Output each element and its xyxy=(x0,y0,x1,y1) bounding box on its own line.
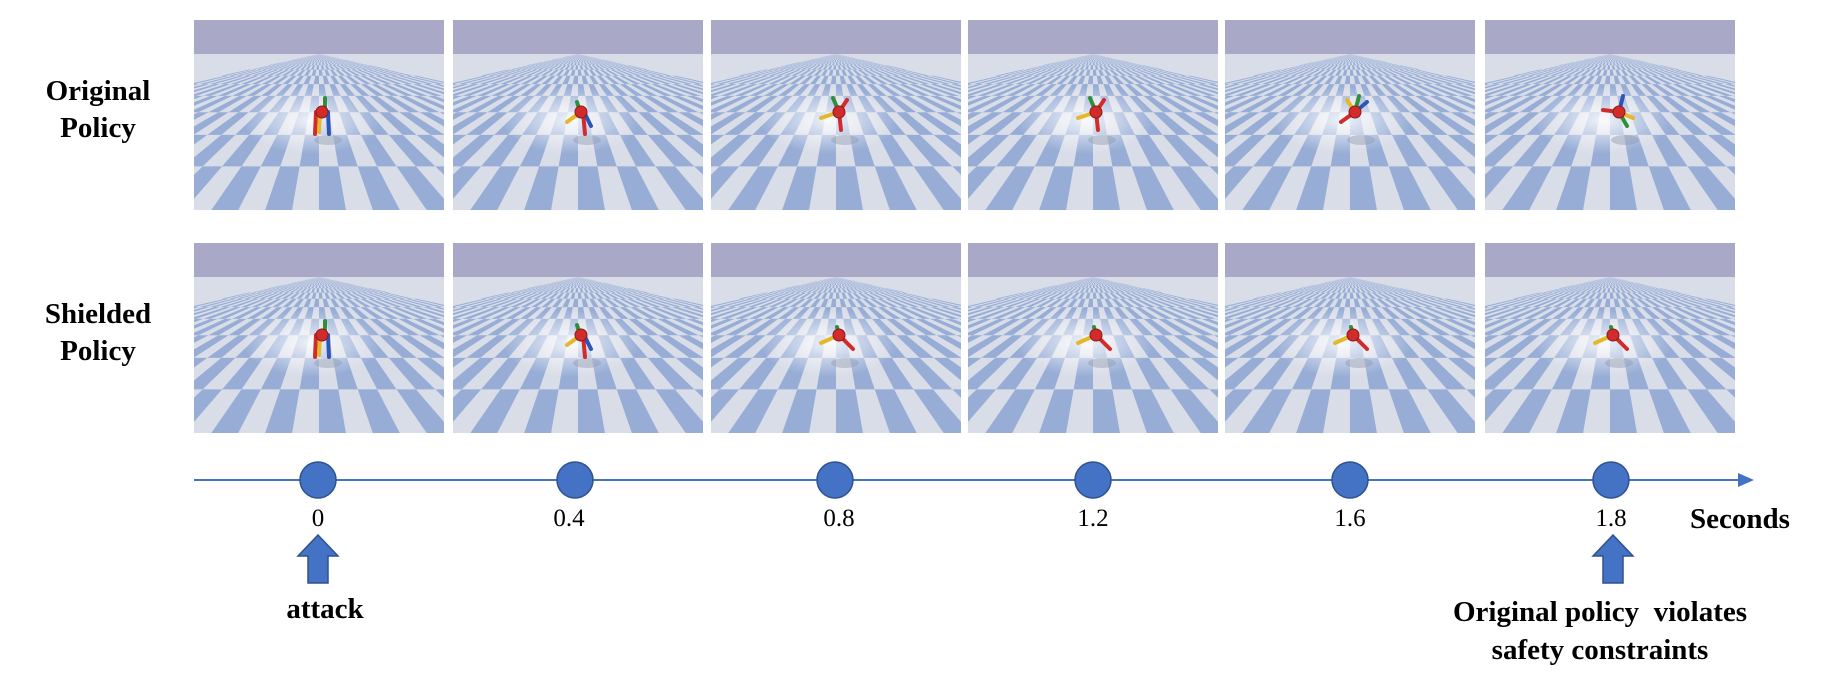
timeline-marker xyxy=(556,461,594,499)
violation-caption-line: safety constraints xyxy=(1491,634,1709,666)
timeline-tick-label: 1.2 xyxy=(1077,505,1109,532)
frame-original-2 xyxy=(711,20,961,210)
row-label-line: Original xyxy=(45,75,151,107)
timeline-tick-label: 1.6 xyxy=(1334,505,1366,532)
timeline-tick-label: 0 xyxy=(311,505,325,532)
row-label-shielded: Shielded Policy xyxy=(18,296,178,370)
row-label-original: Original Policy xyxy=(18,73,178,147)
frame-shielded-3 xyxy=(968,243,1218,433)
violation-arrow-icon xyxy=(1591,534,1635,584)
timeline-tick-label: 0.4 xyxy=(553,505,585,532)
timeline-marker xyxy=(1592,461,1630,499)
timeline xyxy=(194,461,1754,499)
frame-shielded-4 xyxy=(1225,243,1475,433)
violation-caption: Original policy violates safety constrai… xyxy=(1420,593,1780,669)
frame-shielded-1 xyxy=(453,243,703,433)
timeline-marker xyxy=(299,461,337,499)
frame-original-4 xyxy=(1225,20,1475,210)
attack-caption: attack xyxy=(286,593,364,625)
frame-original-5 xyxy=(1485,20,1735,210)
frame-original-1 xyxy=(453,20,703,210)
row-label-line: Shielded xyxy=(44,298,152,330)
timeline-tick-label: 0.8 xyxy=(823,505,855,532)
violation-caption-line: Original policy violates xyxy=(1452,596,1748,628)
row-label-line: Policy xyxy=(60,112,136,144)
frame-shielded-2 xyxy=(711,243,961,433)
frame-original-3 xyxy=(968,20,1218,210)
timeline-marker xyxy=(1331,461,1369,499)
row-label-line: Policy xyxy=(60,335,136,367)
attack-arrow-icon xyxy=(296,534,340,584)
timeline-tick-label: 1.8 xyxy=(1595,505,1627,532)
frame-shielded-0 xyxy=(194,243,444,433)
timeline-arrowhead xyxy=(1738,473,1754,487)
frame-original-0 xyxy=(194,20,444,210)
frame-shielded-5 xyxy=(1485,243,1735,433)
timeline-marker xyxy=(816,461,854,499)
timeline-unit-label: Seconds xyxy=(1690,503,1790,535)
timeline-marker xyxy=(1074,461,1112,499)
